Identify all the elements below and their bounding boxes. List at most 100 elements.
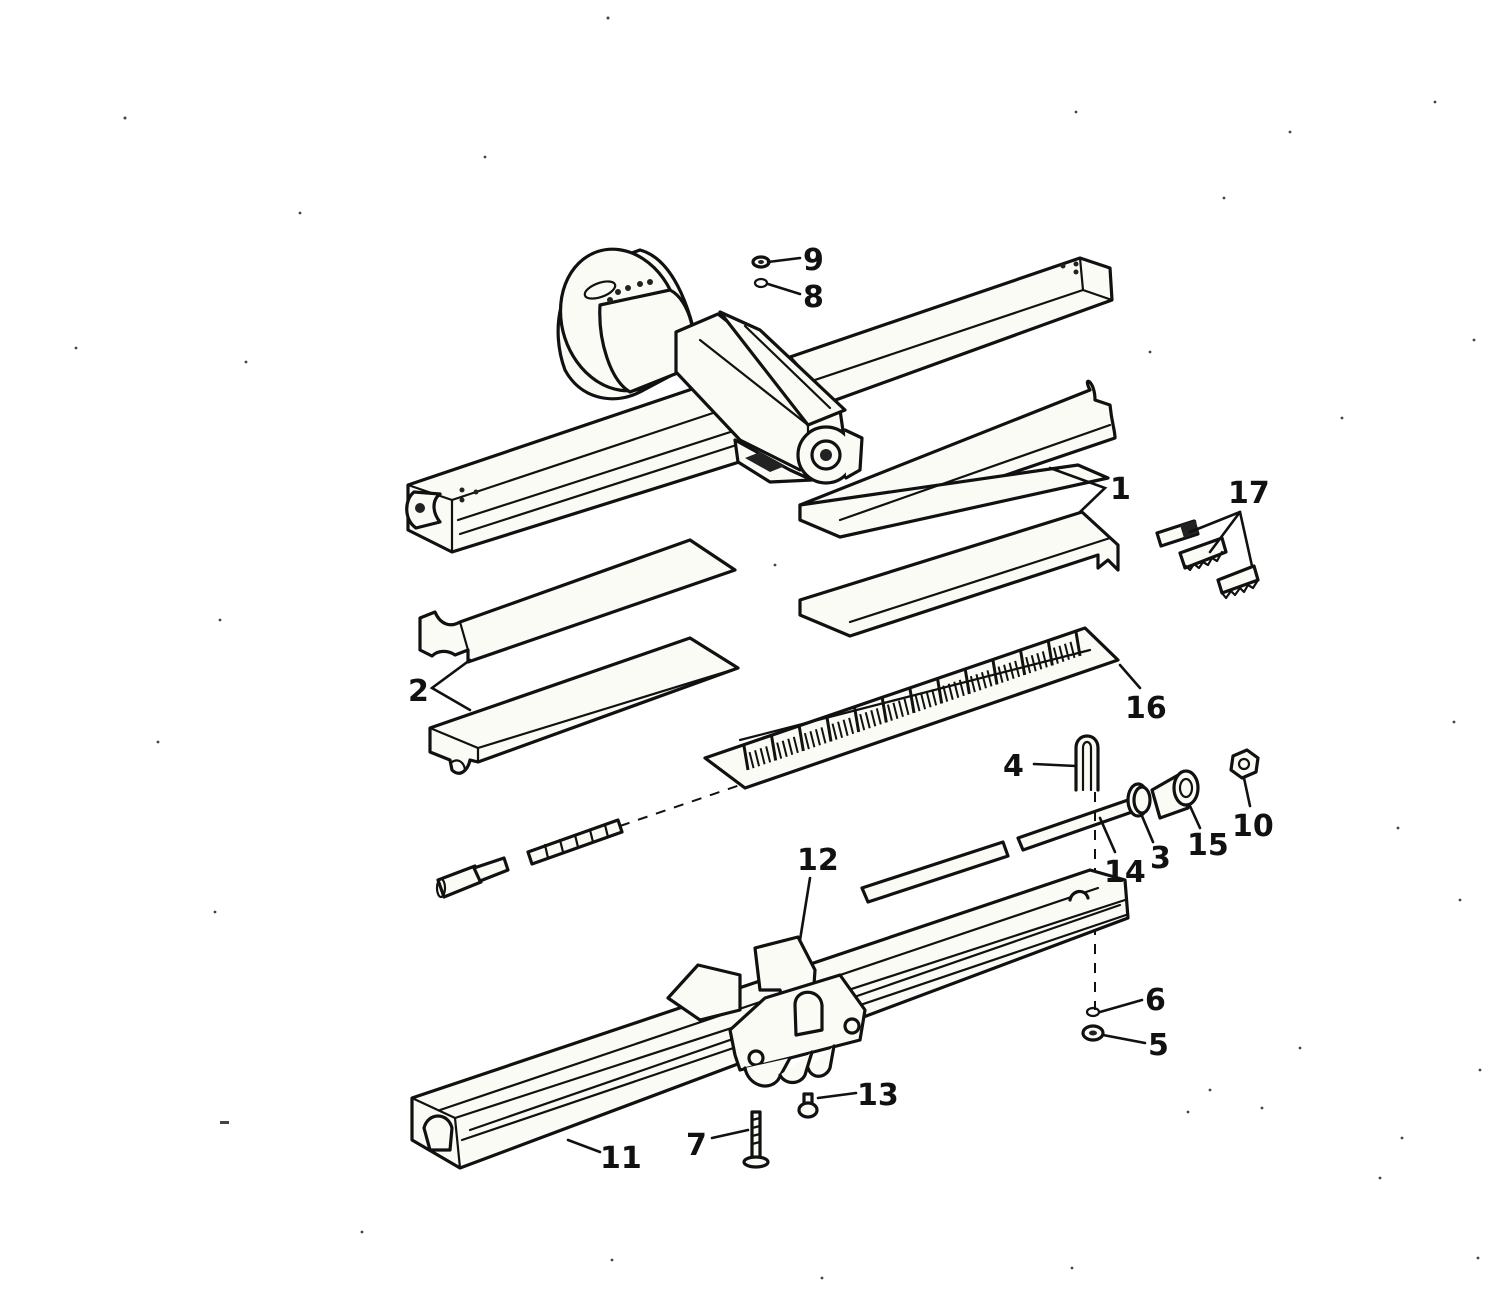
scale-tick [991,660,999,685]
scale-tick [908,688,916,714]
carriage-block-12 [666,935,867,1088]
rod-axis-line [619,784,741,827]
scale-tick [1003,664,1010,681]
scale-tick [870,710,877,727]
callout-16: 16 [1125,691,1167,726]
knob-15 [1150,769,1200,820]
scale-tick [880,698,888,723]
scale-tick [765,746,772,763]
scale-tick [859,713,866,731]
scale-tick [947,683,954,700]
scale-tick [1052,647,1059,664]
screw-13 [797,1092,819,1119]
scale-tick [803,732,810,750]
scale-tick [936,679,944,704]
callout-1: 1 [1110,472,1131,507]
threaded-rod [526,818,624,866]
scale-tick [892,702,899,719]
scale-tick [797,726,805,752]
callout-10: 10 [1232,809,1274,844]
scale-tick [914,694,921,712]
callout-7: 7 [686,1128,707,1163]
scale-tick [931,689,938,706]
scale-plate-16 [703,626,1120,790]
scale-tick [875,708,882,725]
scale-tick [903,698,910,716]
callout-2: 2 [408,674,429,709]
scale-tick [1019,650,1027,676]
scale-tick [787,738,794,756]
scale-tick [770,736,778,761]
scale-tick [748,751,755,769]
scale-tick [1074,631,1082,657]
callout-3: 3 [1150,841,1171,876]
scan-specks [74,16,1482,1280]
scale-tick [1063,643,1070,661]
scale-tick [848,717,855,735]
scale-tick [1025,656,1032,674]
scale-tick [969,675,976,693]
callout-13: 13 [857,1078,899,1113]
rod-left-tip [435,856,510,899]
callout-5: 5 [1148,1028,1169,1063]
plate-1-lower [798,510,1120,638]
scale-tick [942,685,949,702]
scale-tick [864,711,871,729]
scale-tick [814,729,821,746]
scale-tick [853,707,861,733]
scale-tick [980,672,987,689]
scale-tick [925,691,932,708]
scale-tick [809,730,816,748]
scale-tick [886,704,893,721]
scale-tick [842,719,849,737]
callout-12: 12 [797,843,839,878]
callout-15: 15 [1187,828,1229,863]
scale-tick [820,727,827,744]
scale-tick [754,749,761,767]
scale-tick [1041,651,1048,668]
scale-tick [781,740,788,757]
scale-tick [920,692,927,710]
leader-lines [429,256,1254,1154]
screw-7 [742,1110,770,1169]
scale-tick [1008,662,1015,680]
plate-1-upper [798,379,1117,539]
scale-tick [776,742,783,759]
nut-5 [1081,1024,1105,1042]
plate-2-lower [428,636,740,775]
shaft-14 [860,798,1134,904]
callout-6: 6 [1145,983,1166,1018]
scale-tick [897,700,904,718]
scale-tick [997,666,1004,683]
scale-tick [831,723,838,740]
scale-tick [1030,654,1037,672]
scale-tick [759,748,766,765]
scale-graduations [742,631,1082,771]
scale-tick [986,670,993,687]
scale-tick [1046,641,1054,666]
scale-tick [1014,660,1021,678]
scale-tick [953,681,960,699]
scale-tick [1036,653,1043,670]
callout-17: 17 [1228,476,1270,511]
nut-10 [1229,748,1260,780]
scale-tick [742,745,750,771]
scale-tick [825,717,833,742]
cutter-set-17 [1155,519,1260,600]
washer-8 [753,277,769,289]
washer-6 [1085,1006,1101,1018]
callout-9: 9 [803,243,824,278]
scale-tick [958,679,965,697]
scale-tick [1069,641,1076,659]
collar-3 [1126,782,1152,818]
scale-tick [975,673,982,691]
callout-14: 14 [1104,855,1146,890]
upper-arm-assembly [405,247,1114,554]
callout-4: 4 [1003,749,1024,784]
scale-tick [837,721,844,738]
u-bolt-4 [1074,734,1100,792]
scale-tick [1058,645,1065,662]
scale-tick [963,669,971,695]
nut-9 [751,255,771,269]
